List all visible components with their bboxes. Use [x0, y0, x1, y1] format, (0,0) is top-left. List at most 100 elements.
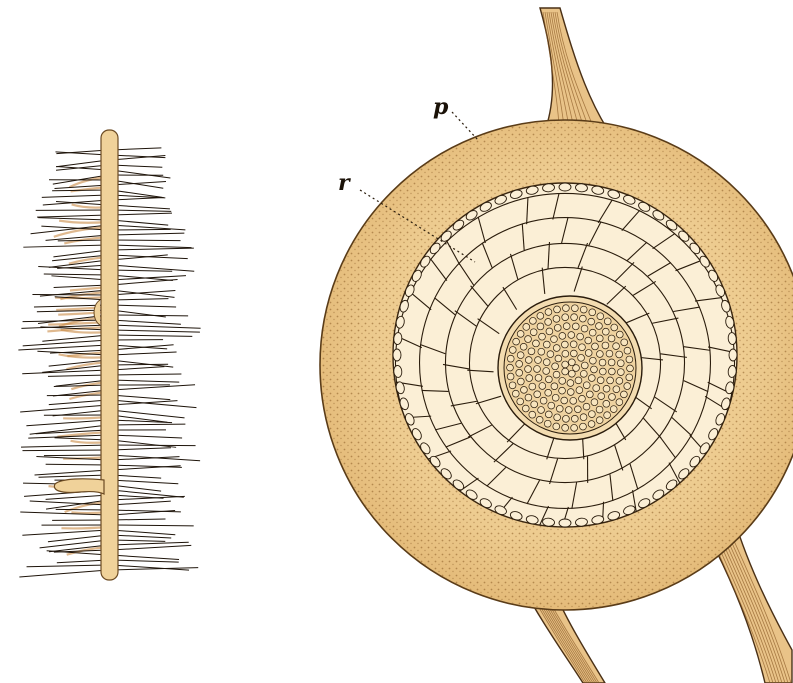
vascular-cell	[581, 325, 588, 332]
vascular-cell	[589, 329, 596, 336]
vascular-cell	[567, 380, 574, 387]
vascular-cell	[616, 377, 623, 384]
root-hair	[111, 245, 192, 248]
vascular-cell	[574, 406, 581, 413]
vascular-cell	[608, 335, 615, 342]
vascular-cell	[570, 350, 577, 357]
vascular-cell	[539, 333, 546, 340]
vascular-cell	[559, 333, 566, 340]
vascular-cell	[617, 360, 624, 367]
vascular-cell	[596, 323, 603, 330]
root-hair	[111, 374, 181, 375]
vascular-cell	[606, 350, 613, 357]
root-hair	[111, 248, 194, 250]
vascular-cell	[562, 314, 569, 321]
root-hair	[44, 455, 108, 456]
vascular-cell	[580, 414, 587, 421]
vascular-cell	[608, 368, 615, 375]
vascular-cell	[627, 365, 634, 372]
vascular-cell	[525, 357, 532, 364]
vascular-cell	[537, 323, 544, 330]
root-hair	[111, 480, 178, 484]
root-hair	[111, 198, 164, 200]
vascular-cell	[523, 324, 530, 331]
vascular-cell	[529, 411, 536, 418]
root-axis	[101, 130, 118, 580]
root-hair	[111, 205, 170, 209]
root-hair	[111, 380, 179, 382]
vascular-cell	[538, 348, 545, 355]
root-hair	[111, 270, 172, 271]
vascular-cell	[580, 423, 587, 430]
vascular-cell	[604, 318, 611, 325]
root-hair	[111, 395, 170, 400]
vascular-cell	[551, 383, 558, 390]
root-hair	[111, 352, 177, 355]
vascular-cell	[591, 399, 598, 406]
vascular-cell	[562, 305, 569, 312]
vascular-cell	[545, 411, 552, 418]
vascular-cell	[599, 359, 606, 366]
vascular-cell	[603, 400, 610, 407]
vascular-cell	[589, 309, 596, 316]
root-hair	[111, 233, 184, 235]
root-bulge	[94, 300, 100, 325]
vascular-cylinder-inner	[504, 302, 636, 434]
root-hair	[46, 464, 108, 465]
vascular-cell	[563, 323, 570, 330]
root-hair	[23, 340, 108, 346]
vascular-cell	[520, 343, 527, 350]
vascular-cell	[577, 333, 584, 340]
root-hair	[111, 280, 178, 285]
vascular-cell	[517, 398, 524, 405]
vascular-cell	[553, 371, 560, 378]
vascular-cell	[535, 374, 542, 381]
root-hair	[111, 229, 171, 230]
root-hair	[52, 190, 108, 191]
vascular-cell	[620, 391, 627, 398]
vascular-cell	[613, 386, 620, 393]
vascular-cell	[603, 385, 610, 392]
vascular-cell	[551, 336, 558, 343]
vascular-cell	[525, 336, 532, 343]
root-hair	[55, 438, 108, 440]
vascular-cell	[507, 364, 514, 371]
vascular-cell	[543, 341, 550, 348]
vascular-cell	[563, 415, 570, 422]
vascular-cell	[581, 362, 588, 369]
root-hair	[111, 364, 168, 365]
vascular-cell	[547, 351, 554, 358]
vascular-cell	[513, 338, 520, 345]
vascular-cell	[544, 420, 551, 427]
root-hair	[111, 540, 165, 541]
root-hair	[23, 245, 108, 247]
root-hair	[39, 475, 108, 477]
vascular-cell	[559, 387, 566, 394]
vascular-cell	[609, 394, 616, 401]
vascular-cell	[579, 395, 586, 402]
vascular-cell	[509, 382, 516, 389]
root-hair	[111, 445, 196, 446]
root-hair	[111, 320, 181, 324]
vascular-cell	[565, 407, 572, 414]
root-hair	[56, 509, 108, 510]
root-hair	[42, 195, 108, 197]
vascular-cell	[585, 337, 592, 344]
label-p: p	[433, 96, 448, 118]
vascular-cell	[583, 382, 590, 389]
root-hair	[111, 335, 192, 336]
root-hair	[111, 213, 172, 215]
root-hair	[22, 450, 108, 451]
boundary-cell	[559, 183, 571, 191]
vascular-cell	[561, 341, 568, 348]
vascular-cell	[626, 374, 633, 381]
root-branch-stub	[54, 479, 104, 494]
vascular-cell	[624, 347, 631, 354]
vascular-cell	[602, 342, 609, 349]
root-hair	[111, 240, 181, 241]
vascular-cell	[588, 375, 595, 382]
root-hair	[111, 424, 185, 425]
root-hair	[111, 525, 194, 526]
